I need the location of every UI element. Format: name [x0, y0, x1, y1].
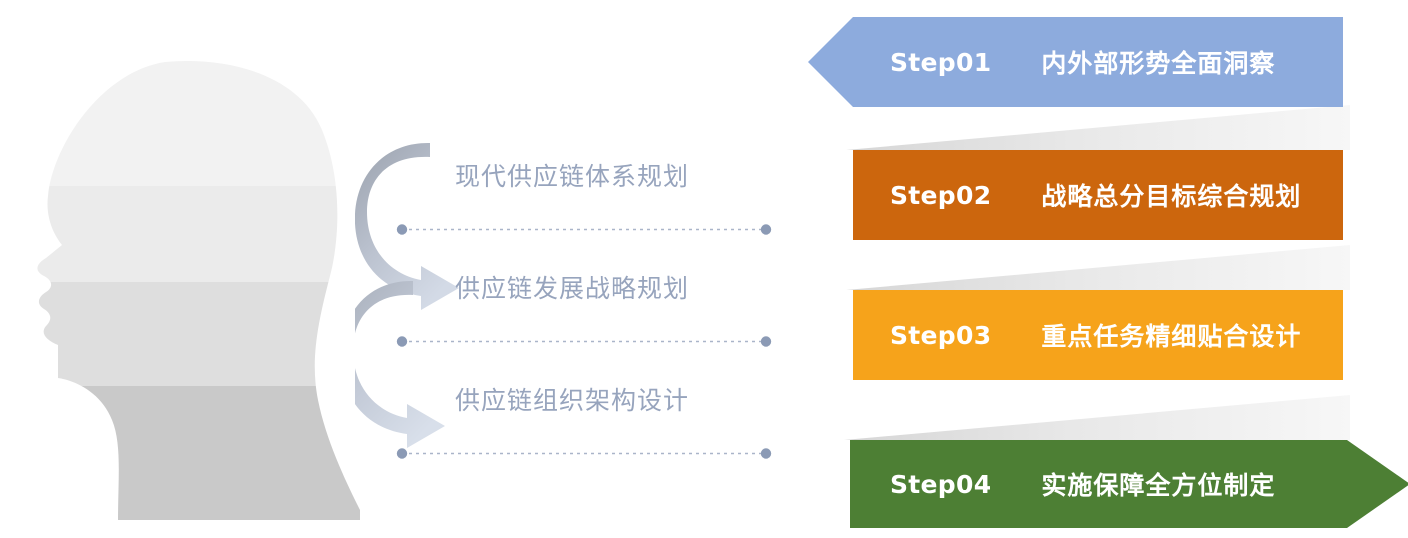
line-dot-left — [396, 336, 408, 347]
step-banner-2[interactable]: Step02 战略总分目标综合规划 — [853, 150, 1343, 240]
line-dot-right — [760, 448, 772, 459]
label-text: 供应链组织架构设计 — [455, 386, 690, 415]
head-band-2 — [37, 186, 361, 282]
curved-arrow-icon-1 — [355, 142, 459, 310]
connector-1-2 — [846, 105, 1350, 150]
step-banner-1[interactable]: Step01 内外部形势全面洞察 — [808, 17, 1343, 107]
head-band-3 — [37, 282, 361, 386]
head-profile-illustration — [37, 60, 361, 520]
line-dot-left — [396, 224, 408, 235]
step-title: 重点任务精细贴合设计 — [1041, 322, 1302, 351]
step-code: Step01 — [890, 47, 992, 77]
dotted-connector-line — [396, 224, 772, 235]
step-code: Step03 — [890, 320, 992, 350]
step-banner-3[interactable]: Step03 重点任务精细贴合设计 — [853, 290, 1343, 380]
label-text: 现代供应链体系规划 — [455, 162, 690, 191]
curved-arrow-icon-2 — [355, 280, 445, 448]
step-banner-4[interactable]: Step04 实施保障全方位制定 — [850, 440, 1408, 528]
step-title: 内外部形势全面洞察 — [1041, 49, 1276, 78]
line-dot-right — [760, 336, 772, 347]
step-code: Step04 — [890, 469, 992, 499]
step-title: 战略总分目标综合规划 — [1041, 182, 1302, 211]
label-row: 现代供应链体系规划 — [396, 160, 795, 235]
curved-arrows-group — [355, 142, 459, 448]
dotted-connector-line — [396, 336, 772, 347]
step-connectors — [844, 105, 1350, 440]
label-text: 供应链发展战略规划 — [455, 274, 690, 303]
label-row: 供应链发展战略规划 — [396, 272, 795, 347]
steps-group: Step01 内外部形势全面洞察 Step02 战略总分目标综合规划 Step0… — [790, 0, 1408, 538]
connector-2-3 — [846, 245, 1350, 290]
connector-3-4 — [844, 395, 1350, 440]
line-dot-right — [760, 224, 772, 235]
label-row: 供应链组织架构设计 — [396, 384, 795, 459]
step-code: Step02 — [890, 180, 992, 210]
dotted-connector-line — [396, 448, 772, 459]
line-dot-left — [396, 448, 408, 459]
step-title: 实施保障全方位制定 — [1041, 471, 1276, 500]
